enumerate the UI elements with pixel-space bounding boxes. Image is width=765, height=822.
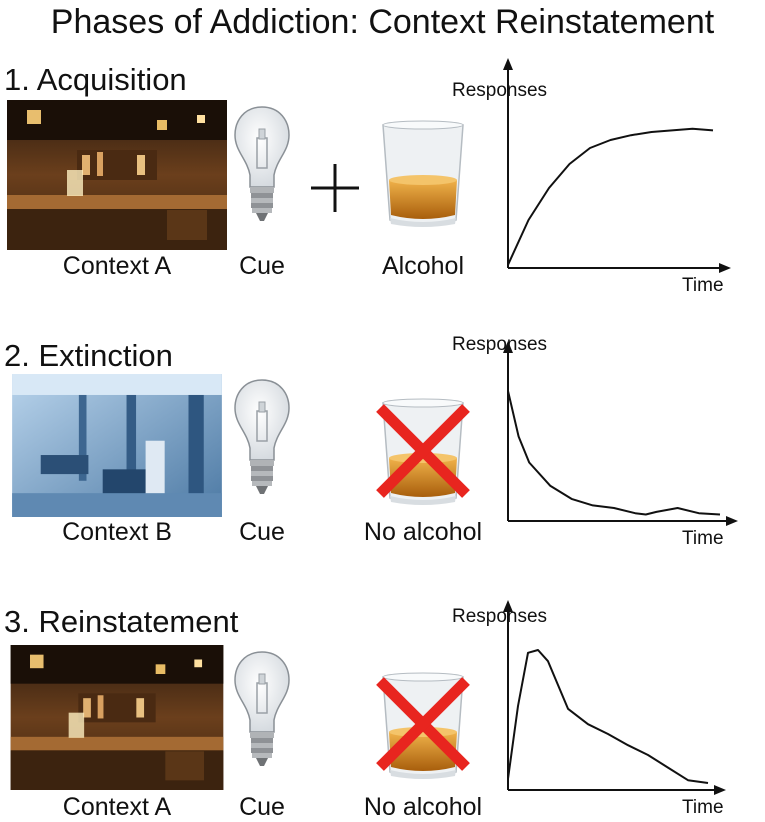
phase-3-heading: 3. Reinstatement — [4, 604, 239, 639]
chart-2-xlabel: Time — [682, 528, 724, 549]
phase-2-cue-label: Cue — [239, 518, 285, 546]
plus-icon — [311, 164, 359, 212]
red-x-icon — [376, 677, 470, 771]
red-x-icon — [376, 404, 470, 498]
chart-2-ylabel: Responses — [452, 334, 548, 355]
phase-3-outcome-label: No alcohol — [363, 793, 483, 821]
y-axis-arrowhead — [503, 58, 513, 70]
response-curve — [507, 127, 714, 266]
phase-1-outcome-label: Alcohol — [382, 252, 464, 280]
phase-3-cue-label: Cue — [239, 793, 285, 821]
phase-2-context-label: Context B — [62, 518, 172, 546]
phase-2-outcome-label: No alcohol — [363, 518, 483, 546]
phase-3-context-label: Context A — [62, 793, 172, 821]
phase-1-context-label: Context A — [62, 252, 172, 280]
response-curve — [507, 649, 709, 784]
chart-3-ylabel: Responses — [452, 606, 548, 627]
chart-1-ylabel: Responses — [452, 80, 548, 101]
x-axis-arrowhead — [714, 785, 726, 795]
y-axis-arrowhead — [503, 341, 513, 353]
y-axis-arrowhead — [503, 600, 513, 612]
phase-1-cue-label: Cue — [239, 252, 285, 280]
figure-title: Phases of Addiction: Context Reinstateme… — [50, 3, 715, 41]
response-curve — [507, 390, 721, 516]
x-axis-arrowhead — [726, 516, 738, 526]
phase-2-heading: 2. Extinction — [4, 338, 173, 373]
chart-3-xlabel: Time — [682, 797, 724, 818]
x-axis-arrowhead — [719, 263, 731, 273]
phase-1-heading: 1. Acquisition — [4, 62, 187, 97]
chart-1-xlabel: Time — [682, 275, 724, 296]
